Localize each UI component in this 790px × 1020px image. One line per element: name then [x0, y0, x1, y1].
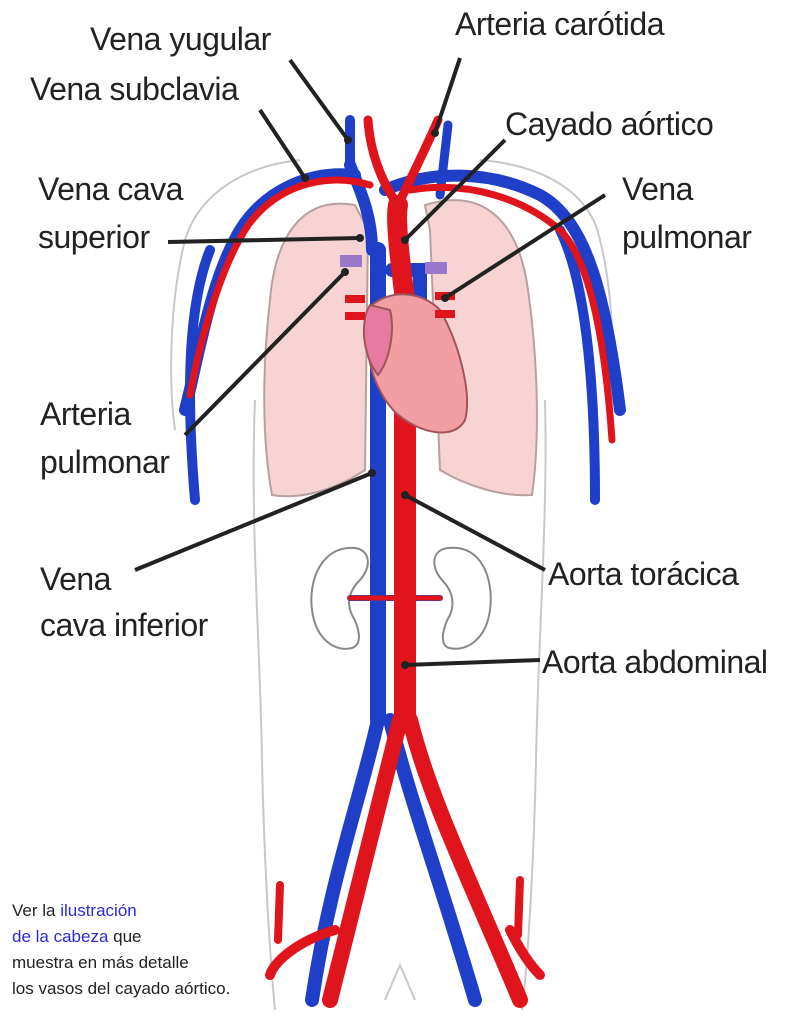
body-outline — [171, 160, 613, 1010]
label-vena-cava-superior-line1: Vena cava — [38, 170, 183, 208]
label-arteria-pulmonar-line1: Arteria — [40, 395, 131, 433]
label-vena-cava-inferior-line1: Vena — [40, 560, 111, 598]
label-arteria-carotida: Arteria carótida — [455, 5, 664, 43]
label-aorta-abdominal: Aorta abdominal — [542, 643, 768, 681]
label-vena-yugular: Vena yugular — [90, 20, 271, 58]
note-mid: que — [108, 927, 141, 946]
label-vena-pulmonar-line1: Vena — [622, 170, 693, 208]
label-vena-pulmonar-line2: pulmonar — [622, 218, 751, 256]
label-arteria-pulmonar-line2: pulmonar — [40, 443, 169, 481]
label-cayado-aortico: Cayado aórtico — [505, 105, 713, 143]
note-prefix: Ver la — [12, 901, 60, 920]
left-lung — [264, 204, 368, 497]
head-illustration-note: Ver la ilustración de la cabeza que mues… — [12, 898, 230, 1002]
label-vena-subclavia: Vena subclavia — [30, 70, 238, 108]
note-line3: muestra en más detalle — [12, 953, 189, 972]
head-illustration-link-part2[interactable]: de la cabeza — [12, 927, 108, 946]
label-vena-cava-superior-line2: superior — [38, 218, 150, 256]
label-vena-cava-inferior-line2: cava inferior — [40, 606, 208, 644]
label-aorta-toracica: Aorta torácica — [548, 555, 738, 593]
head-illustration-link-part1[interactable]: ilustración — [60, 901, 137, 920]
note-line4: los vasos del cayado aórtico. — [12, 979, 230, 998]
